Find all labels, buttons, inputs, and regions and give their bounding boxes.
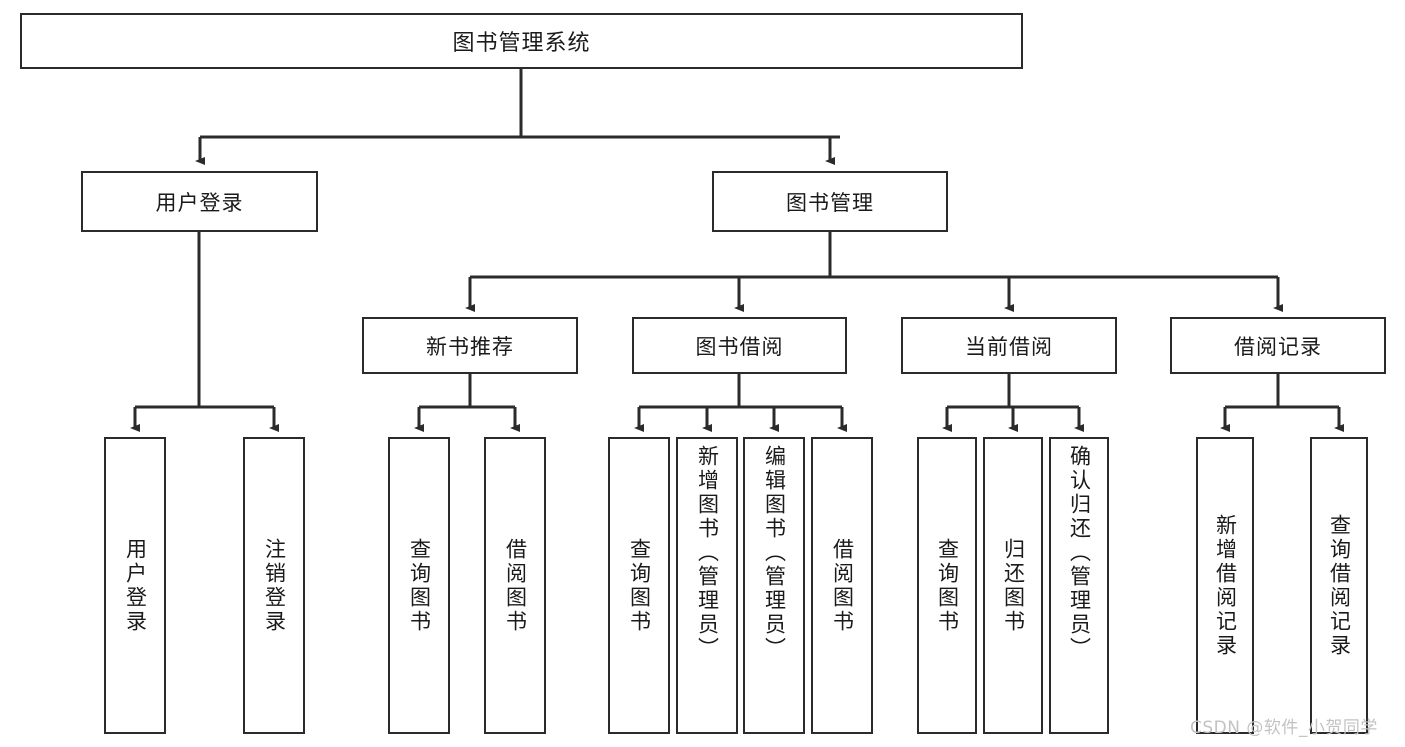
leaf-add-borrow-record-label: 新增借阅记录 — [1213, 513, 1238, 658]
leaf-query-book-borrow-label: 查询图书 — [627, 537, 652, 634]
node-user-login[interactable]: 用户登录 — [81, 171, 318, 232]
leaf-borrow-book-label: 借阅图书 — [830, 537, 855, 634]
node-borrow-record-label: 借阅记录 — [1234, 334, 1322, 359]
leaf-query-book-borrow[interactable]: 查询图书 — [608, 437, 670, 734]
leaf-confirm-return-admin[interactable]: 确认归还（管理员） — [1049, 437, 1109, 734]
leaf-user-login[interactable]: 用户登录 — [104, 437, 166, 734]
node-new-book-recommend-label: 新书推荐 — [426, 334, 514, 359]
leaf-logout-label: 注销登录 — [262, 537, 287, 634]
csdn-watermark: CSDN @软件_小贺同学 — [1190, 718, 1378, 738]
leaf-query-book-recommend-label: 查询图书 — [407, 537, 432, 634]
leaf-add-borrow-record[interactable]: 新增借阅记录 — [1196, 437, 1254, 734]
leaf-return-book[interactable]: 归还图书 — [983, 437, 1043, 734]
leaf-borrow-book-recommend[interactable]: 借阅图书 — [484, 437, 546, 734]
leaf-user-login-label: 用户登录 — [123, 537, 148, 634]
node-current-borrow-label: 当前借阅 — [965, 334, 1053, 359]
node-book-borrow-label: 图书借阅 — [695, 334, 784, 359]
leaf-query-book-recommend[interactable]: 查询图书 — [388, 437, 450, 734]
node-root-label: 图书管理系统 — [452, 31, 591, 56]
node-root[interactable]: 图书管理系统 — [20, 13, 1023, 69]
leaf-query-borrow-record-label: 查询借阅记录 — [1327, 513, 1352, 658]
leaf-query-borrow-record[interactable]: 查询借阅记录 — [1310, 437, 1368, 734]
leaf-edit-book-admin[interactable]: 编辑图书（管理员） — [743, 437, 805, 734]
leaf-add-book-admin[interactable]: 新增图书（管理员） — [676, 437, 738, 734]
node-borrow-record[interactable]: 借阅记录 — [1170, 317, 1386, 374]
leaf-edit-book-admin-label: 编辑图书（管理员） — [762, 445, 787, 661]
node-new-book-recommend[interactable]: 新书推荐 — [362, 317, 578, 374]
node-current-borrow[interactable]: 当前借阅 — [901, 317, 1117, 374]
leaf-query-book-current-label: 查询图书 — [935, 537, 960, 634]
leaf-query-book-current[interactable]: 查询图书 — [917, 437, 977, 734]
node-book-manage[interactable]: 图书管理 — [712, 171, 948, 232]
leaf-add-book-admin-label: 新增图书（管理员） — [695, 445, 720, 661]
node-book-borrow[interactable]: 图书借阅 — [632, 317, 847, 374]
node-user-login-label: 用户登录 — [155, 190, 244, 215]
leaf-borrow-book-recommend-label: 借阅图书 — [503, 537, 528, 634]
leaf-borrow-book[interactable]: 借阅图书 — [811, 437, 873, 734]
leaf-logout[interactable]: 注销登录 — [243, 437, 305, 734]
leaf-return-book-label: 归还图书 — [1001, 537, 1026, 634]
node-book-manage-label: 图书管理 — [786, 190, 874, 215]
leaf-confirm-return-admin-label: 确认归还（管理员） — [1067, 445, 1092, 661]
